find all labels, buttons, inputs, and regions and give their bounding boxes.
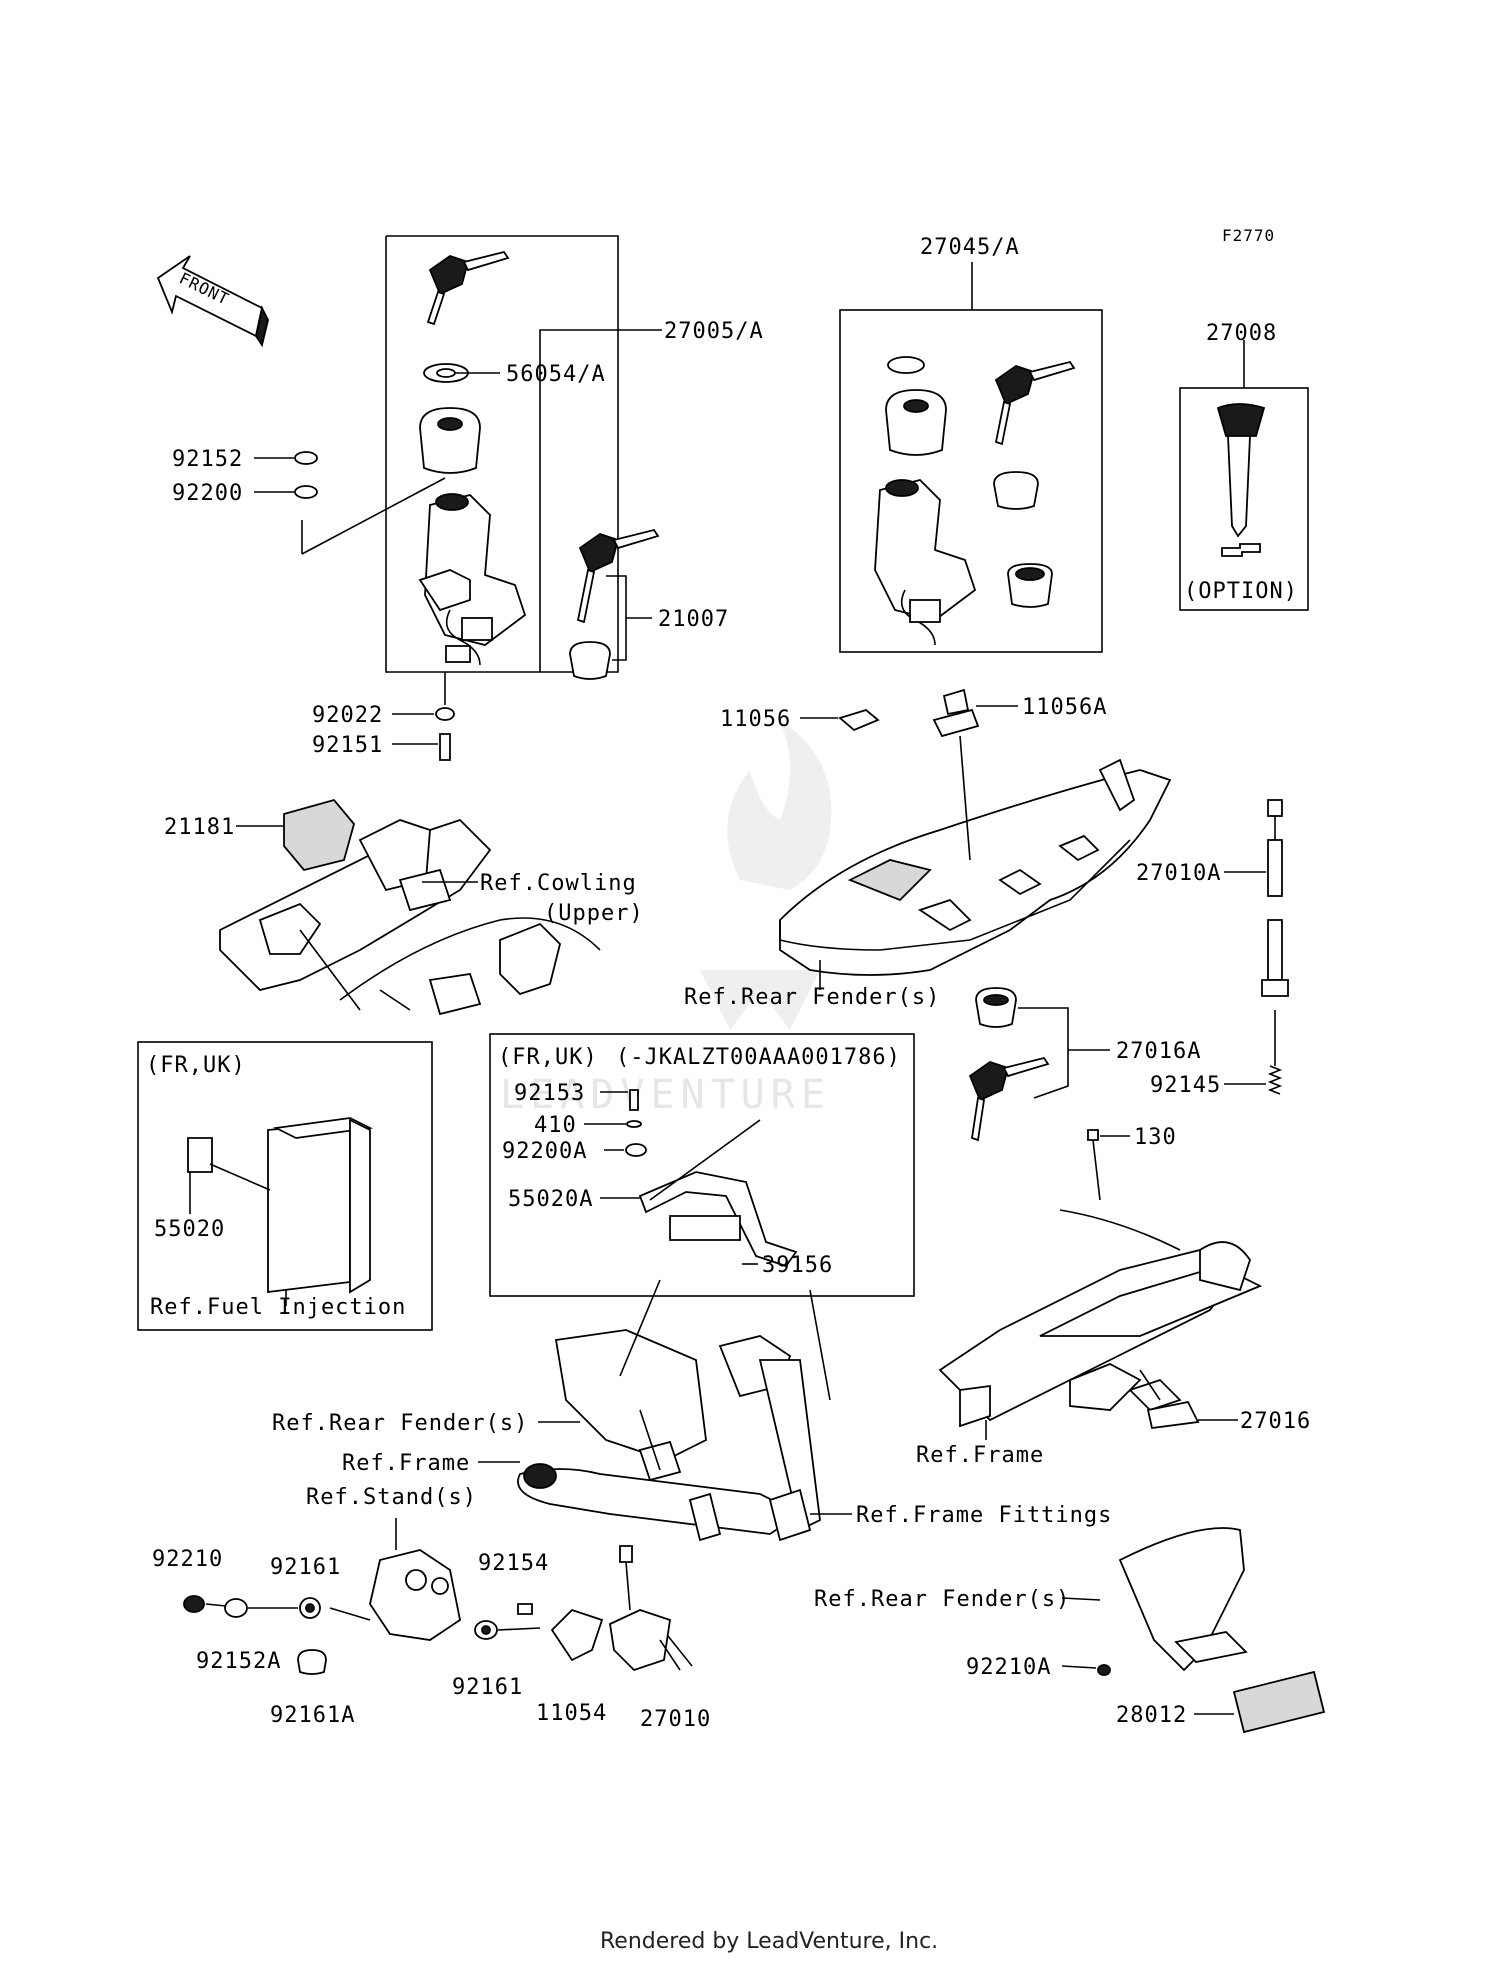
- label-92153: 92153: [514, 1081, 585, 1106]
- label-ref-rear-fender-2: Ref.Rear Fender(s): [272, 1411, 528, 1436]
- label-11056A: 11056A: [1022, 695, 1107, 720]
- label-92152A: 92152A: [196, 1649, 281, 1674]
- label-92210: 92210: [152, 1547, 223, 1572]
- reflector-icon: [1232, 1670, 1326, 1734]
- watermark: LEADVENTURE: [500, 720, 832, 1118]
- label-ref-stand: Ref.Stand(s): [306, 1485, 477, 1510]
- label-27016: 27016: [1240, 1409, 1311, 1434]
- label-92022: 92022: [312, 703, 383, 728]
- side-stand-assembly: [183, 1518, 693, 1675]
- label-28012: 28012: [1116, 1703, 1187, 1728]
- label-130: 130: [1134, 1125, 1177, 1150]
- label-92152: 92152: [172, 447, 243, 472]
- label-27016A: 27016A: [1116, 1039, 1201, 1064]
- label-92161A: 92161A: [270, 1703, 355, 1728]
- bolt-icon: [294, 451, 318, 465]
- bracket-box: [489, 1033, 915, 1297]
- label-92210A: 92210A: [966, 1655, 1051, 1680]
- ignition-switch-assembly: [254, 235, 662, 761]
- lock-27016A: [968, 987, 1110, 1142]
- label-92161-b: 92161: [452, 1675, 523, 1700]
- label-fr-uk-2: (FR,UK): [498, 1045, 598, 1070]
- rear-frame-assembly: [938, 1129, 1263, 1440]
- label-56054A: 56054/A: [506, 362, 606, 387]
- label-11056: 11056: [720, 707, 791, 732]
- lock-set-27045A: [839, 262, 1103, 653]
- label-21007: 21007: [658, 607, 729, 632]
- label-11054: 11054: [536, 1701, 607, 1726]
- label-ref-frame-2: Ref.Frame: [916, 1443, 1044, 1468]
- label-55020: 55020: [154, 1217, 225, 1242]
- label-39156: 39156: [762, 1253, 833, 1278]
- label-ref-frame-1: Ref.Frame: [342, 1451, 470, 1476]
- label-27008: 27008: [1206, 321, 1277, 346]
- label-27010A: 27010A: [1136, 861, 1221, 886]
- label-92200A: 92200A: [502, 1139, 587, 1164]
- label-27010: 27010: [640, 1707, 711, 1732]
- option-key-27008: [1179, 340, 1309, 611]
- cowling-upper-assembly: [219, 798, 601, 1016]
- label-92151: 92151: [312, 733, 383, 758]
- key-icon: [426, 250, 510, 326]
- washer-icon-2: [294, 485, 318, 499]
- rear-fender-assembly: [779, 688, 1172, 976]
- label-92200: 92200: [172, 481, 243, 506]
- lower-frame-assembly: [517, 1279, 831, 1542]
- nut-icon: [435, 707, 455, 721]
- label-ref-cowling-upper: (Upper): [544, 901, 644, 926]
- label-92145: 92145: [1150, 1073, 1221, 1098]
- screw-icon: [439, 733, 451, 761]
- label-21181: 21181: [164, 815, 235, 840]
- label-ref-frame-fittings: Ref.Frame Fittings: [856, 1503, 1112, 1528]
- front-arrow-icon: FRONT: [156, 255, 269, 348]
- ignition-switch-icon: [418, 493, 527, 666]
- label-ref-cowling: Ref.Cowling: [480, 871, 637, 896]
- label-ref-rear-fender-1: Ref.Rear Fender(s): [684, 985, 940, 1010]
- label-55020A: 55020A: [508, 1187, 593, 1212]
- label-27005A: 27005/A: [664, 319, 764, 344]
- footer-credit: Rendered by LeadVenture, Inc.: [600, 1929, 938, 1954]
- key-set-21007: [569, 528, 660, 680]
- label-option: (OPTION): [1184, 579, 1298, 604]
- reflector-assembly: [1061, 1527, 1326, 1734]
- cover-icon: [419, 407, 481, 474]
- label-410: 410: [534, 1113, 577, 1138]
- label-ref-fuel-injection: Ref.Fuel Injection: [150, 1295, 406, 1320]
- label-ref-rear-fender-3: Ref.Rear Fender(s): [814, 1587, 1070, 1612]
- switch-27010A: [1261, 799, 1289, 1095]
- label-fr-uk-1: (FR,UK): [146, 1053, 246, 1078]
- label-92161-a: 92161: [270, 1555, 341, 1580]
- diagram-code: F2770: [1222, 226, 1275, 245]
- watermark-text: LEADVENTURE: [500, 1072, 831, 1118]
- label-92154: 92154: [478, 1551, 549, 1576]
- label-vin-range: (-JKALZT00AAA001786): [616, 1045, 901, 1070]
- label-27045A: 27045/A: [920, 235, 1020, 260]
- fuel-injection-box: [137, 1041, 433, 1331]
